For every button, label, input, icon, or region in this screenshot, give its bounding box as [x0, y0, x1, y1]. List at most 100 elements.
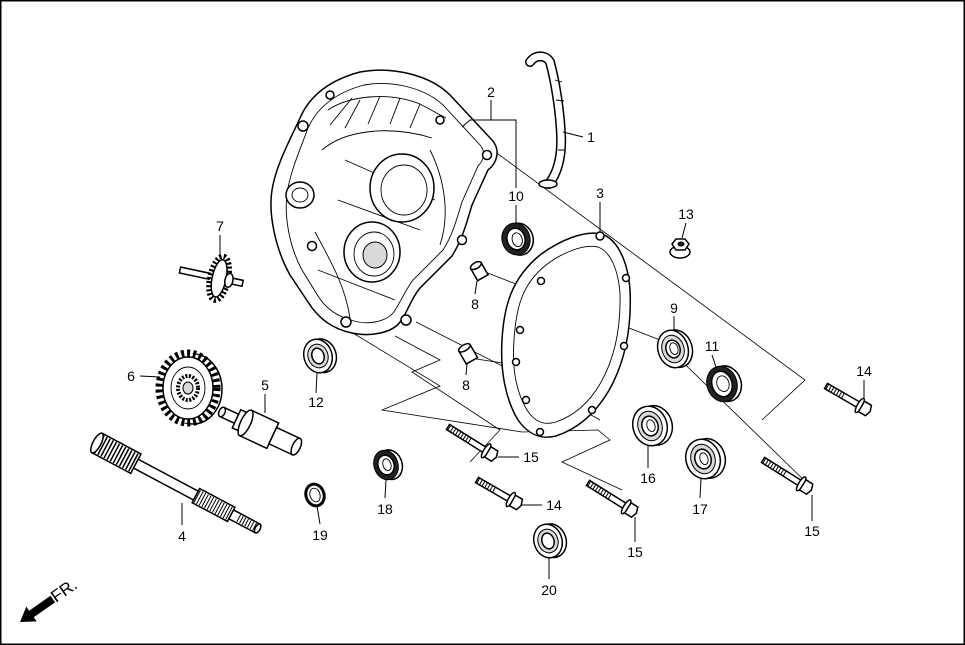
dowel-end [469, 260, 483, 271]
shaft-tail-end [253, 523, 262, 534]
nut-bore [677, 241, 685, 247]
gear-hub [223, 272, 234, 289]
ring-outer [304, 482, 326, 508]
leader-2-bracket [461, 119, 517, 188]
seal-hole [382, 458, 392, 471]
callout-6: 6 [127, 368, 135, 384]
tube-body-fill [526, 52, 565, 188]
bearing-inner-race [541, 532, 555, 550]
cover-bolt-hole [435, 115, 445, 125]
front-arrow-icon [20, 595, 56, 622]
cover-bore-upper-inner [380, 164, 428, 216]
callout-15-right: 15 [804, 523, 820, 539]
leader-8-lower [465, 363, 468, 376]
callout-4: 4 [178, 528, 186, 544]
shaft-nub-end [217, 406, 227, 418]
cover-bolt-hole [306, 240, 318, 252]
bolt-thread [447, 424, 472, 444]
callout-14-lower: 14 [546, 497, 562, 513]
flange-nut [669, 238, 691, 259]
gasket-hole [535, 427, 545, 437]
cover-port [285, 181, 315, 209]
gasket-hole [621, 273, 631, 283]
callout-3: 3 [596, 185, 604, 201]
leader-13 [681, 222, 687, 239]
countershaft-5 [217, 406, 303, 456]
callout-20: 20 [541, 582, 557, 598]
dowel-end [457, 342, 472, 353]
bolt-head [798, 478, 814, 496]
bolt-thread [762, 457, 787, 477]
seal-lip [506, 227, 526, 251]
tube-end-ring [538, 179, 558, 189]
gasket-outline [500, 232, 632, 438]
bearing-9 [656, 329, 694, 369]
shaft-body-face [237, 409, 254, 437]
seal-hole [716, 375, 730, 392]
driven-gear-6 [155, 349, 223, 427]
leader-18 [384, 479, 387, 499]
callout-19: 19 [312, 527, 328, 543]
gasket-hole [515, 325, 525, 335]
callout-5: 5 [261, 377, 269, 393]
callout-18: 18 [377, 501, 393, 517]
shaft-tail-splines [236, 514, 259, 532]
cover-gasket [500, 231, 632, 438]
breather-tube [525, 51, 567, 189]
callout-9: 9 [670, 300, 678, 316]
shaft-stub-end [290, 437, 303, 456]
leader-lines [139, 100, 865, 579]
tube-detail [554, 79, 565, 151]
gear-bore [182, 381, 194, 395]
gasket-inner [513, 245, 621, 424]
cover-bore-upper [369, 153, 435, 223]
callout-17: 17 [692, 501, 708, 517]
callout-13: 13 [678, 206, 694, 222]
callout-15-center: 15 [523, 449, 539, 465]
leader-11 [711, 354, 717, 368]
oil-seal-10 [501, 222, 535, 256]
bolt-head [857, 400, 873, 417]
cover-flange [285, 83, 485, 324]
cover-rib [329, 95, 421, 129]
oil-seal-18 [373, 449, 404, 481]
callout-15-bottom: 15 [627, 544, 643, 560]
bolt-head [508, 494, 524, 511]
bolt-14-right [823, 382, 873, 417]
cover-bolt-hole [325, 90, 335, 100]
bearing-bore [699, 452, 709, 465]
bolt-thread [587, 480, 612, 500]
dowel-pin-lower [457, 342, 479, 366]
gasket-hole [536, 276, 546, 286]
bearing-bore [669, 342, 679, 355]
bearing-20 [532, 523, 568, 559]
callout-14-right: 14 [856, 363, 872, 379]
cover-bolt-hole [481, 149, 493, 161]
gasket-hole [511, 357, 521, 367]
leader-8-upper [474, 280, 478, 295]
seal-hole [511, 232, 523, 248]
bolt-15-center [445, 423, 499, 463]
leader-1 [562, 131, 584, 138]
cover-rib [321, 130, 433, 151]
bearing-12 [302, 338, 338, 374]
callout-labels: 1 2 3 4 5 6 7 8 8 9 10 11 12 13 14 14 15… [127, 84, 872, 598]
cover-port-inner [291, 187, 309, 203]
gasket-hole [595, 231, 605, 241]
bolt-14-lower [474, 476, 524, 511]
bolt-head [483, 445, 499, 463]
gasket-hole [619, 341, 629, 351]
crankcase-cover [270, 69, 498, 336]
bearing-bore [646, 419, 656, 432]
callout-12: 12 [308, 394, 324, 410]
callout-1: 1 [587, 129, 595, 145]
idler-gear-shaft-7 [178, 253, 245, 303]
leader-6 [139, 375, 161, 378]
washer-ring-19 [304, 482, 326, 508]
bolt-thread [825, 383, 847, 400]
bearing-17 [684, 437, 727, 480]
callout-11: 11 [705, 338, 720, 354]
shaft-gear-end [89, 432, 105, 454]
